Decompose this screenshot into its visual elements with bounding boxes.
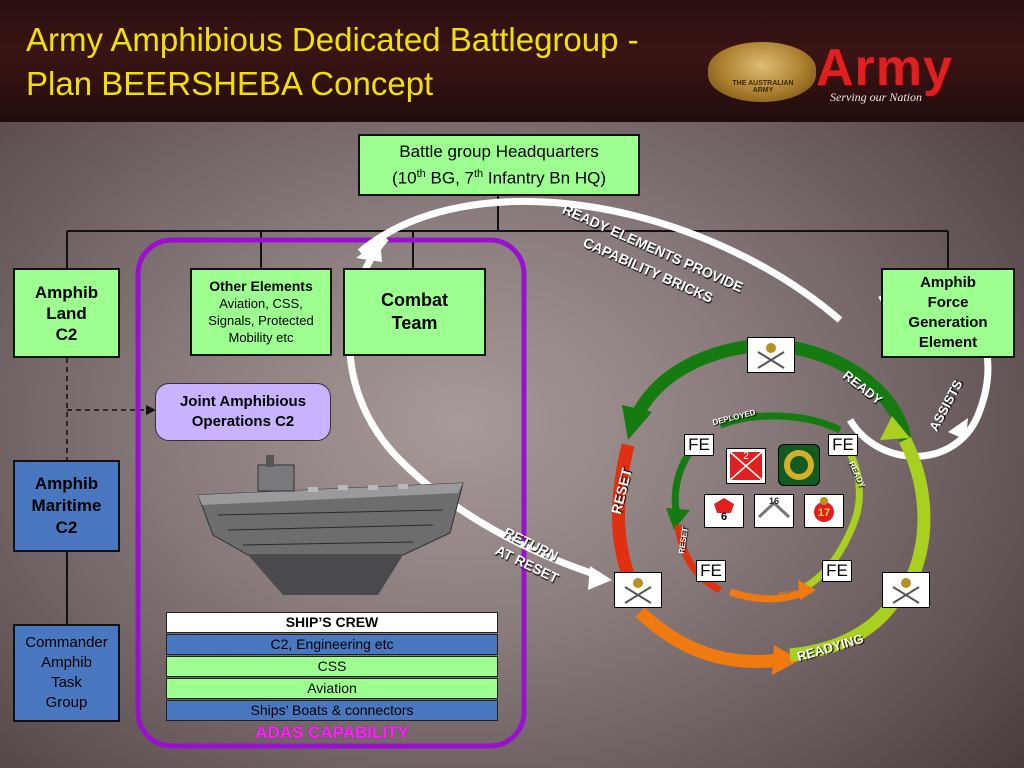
box-line: Operations C2 [191,413,295,430]
hq-line2: (10th BG, 7th Infantry Bn HQ) [392,167,606,188]
box-line: Joint Amphibious [179,393,307,410]
army-badge-icon [708,42,816,102]
box-line: Maritime [31,496,102,515]
page-title-line1: Army Amphibious Dedicated Battlegroup - [26,21,639,58]
box-line: Land [46,303,87,323]
unit-number: 16 [768,496,779,506]
box-line: Amphib [34,282,99,302]
fe-box: FE [828,434,858,456]
unit-seal-icon [778,444,820,486]
army-tagline: Serving our Nation [830,90,922,104]
amphibious-ship-icon [197,455,464,595]
hq-line1: Battle group Headquarters [399,141,599,161]
unit-2-emblem-icon: 2 [726,448,766,484]
crew-row-c2: C2, Engineering etc [166,634,498,655]
crew-row-aviation: Aviation [166,678,498,699]
box-line: Mobility etc [228,330,294,345]
amphib-maritime-c2-box: Amphib Maritime C2 [13,460,120,552]
unit-number: 2 [743,451,749,462]
fe-box: FE [822,560,852,582]
brigade-emblem-icon [882,572,930,608]
brigade-emblem-icon [614,572,662,608]
unit-number: 17 [817,507,831,519]
box-line: Amphib [41,654,92,671]
unit-16-emblem-icon: 16 [754,494,794,528]
force-generation-box: Amphib Force Generation Element [881,268,1015,358]
crew-row-boats: Ships’ Boats & connectors [166,700,498,721]
title-banner [0,0,1024,122]
unit-6-emblem-icon: 6 [704,494,744,528]
box-line: Element [918,334,978,351]
box-line: Force [927,294,969,311]
box-line: Combat [381,290,448,310]
box-line: Group [45,694,88,711]
amphib-land-c2-box: Amphib Land C2 [13,268,120,358]
fe-box: FE [696,560,726,582]
battlegroup-hq-box: Battle group Headquarters (10th BG, 7th … [358,134,640,196]
unit-number: 6 [720,511,728,523]
ships-crew-header: SHIP’S CREW [166,612,498,633]
box-line: Amphib [34,474,99,493]
box-line: Task [51,674,82,691]
box-line: Commander [25,634,108,651]
crew-row-css: CSS [166,656,498,677]
box-line: Team [391,313,438,333]
box-line: Generation [908,314,988,331]
box-title: Other Elements [209,278,313,294]
joint-amphibious-ops-box: Joint Amphibious Operations C2 [155,383,331,441]
unit-17-emblem-icon: 17 [804,494,844,528]
fe-box: FE [684,434,714,456]
box-line: C2 [55,518,78,537]
adas-capability-label: ADAS CAPABILITY [255,723,409,742]
box-line: Amphib [920,274,976,291]
box-line: C2 [55,324,78,344]
box-line: Signals, Protected [208,313,314,328]
box-line: Aviation, CSS, [219,296,303,311]
army-logo: Army [816,39,953,97]
page-title-line2: Plan BEERSHEBA Concept [26,65,434,102]
badge-text: THE AUSTRALIAN ARMY [732,80,794,94]
other-elements-box: Other Elements Aviation, CSS, Signals, P… [190,268,332,356]
combat-team-box: Combat Team [343,268,486,356]
brigade-emblem-icon [747,337,795,373]
commander-task-group-box: Commander Amphib Task Group [13,624,120,722]
